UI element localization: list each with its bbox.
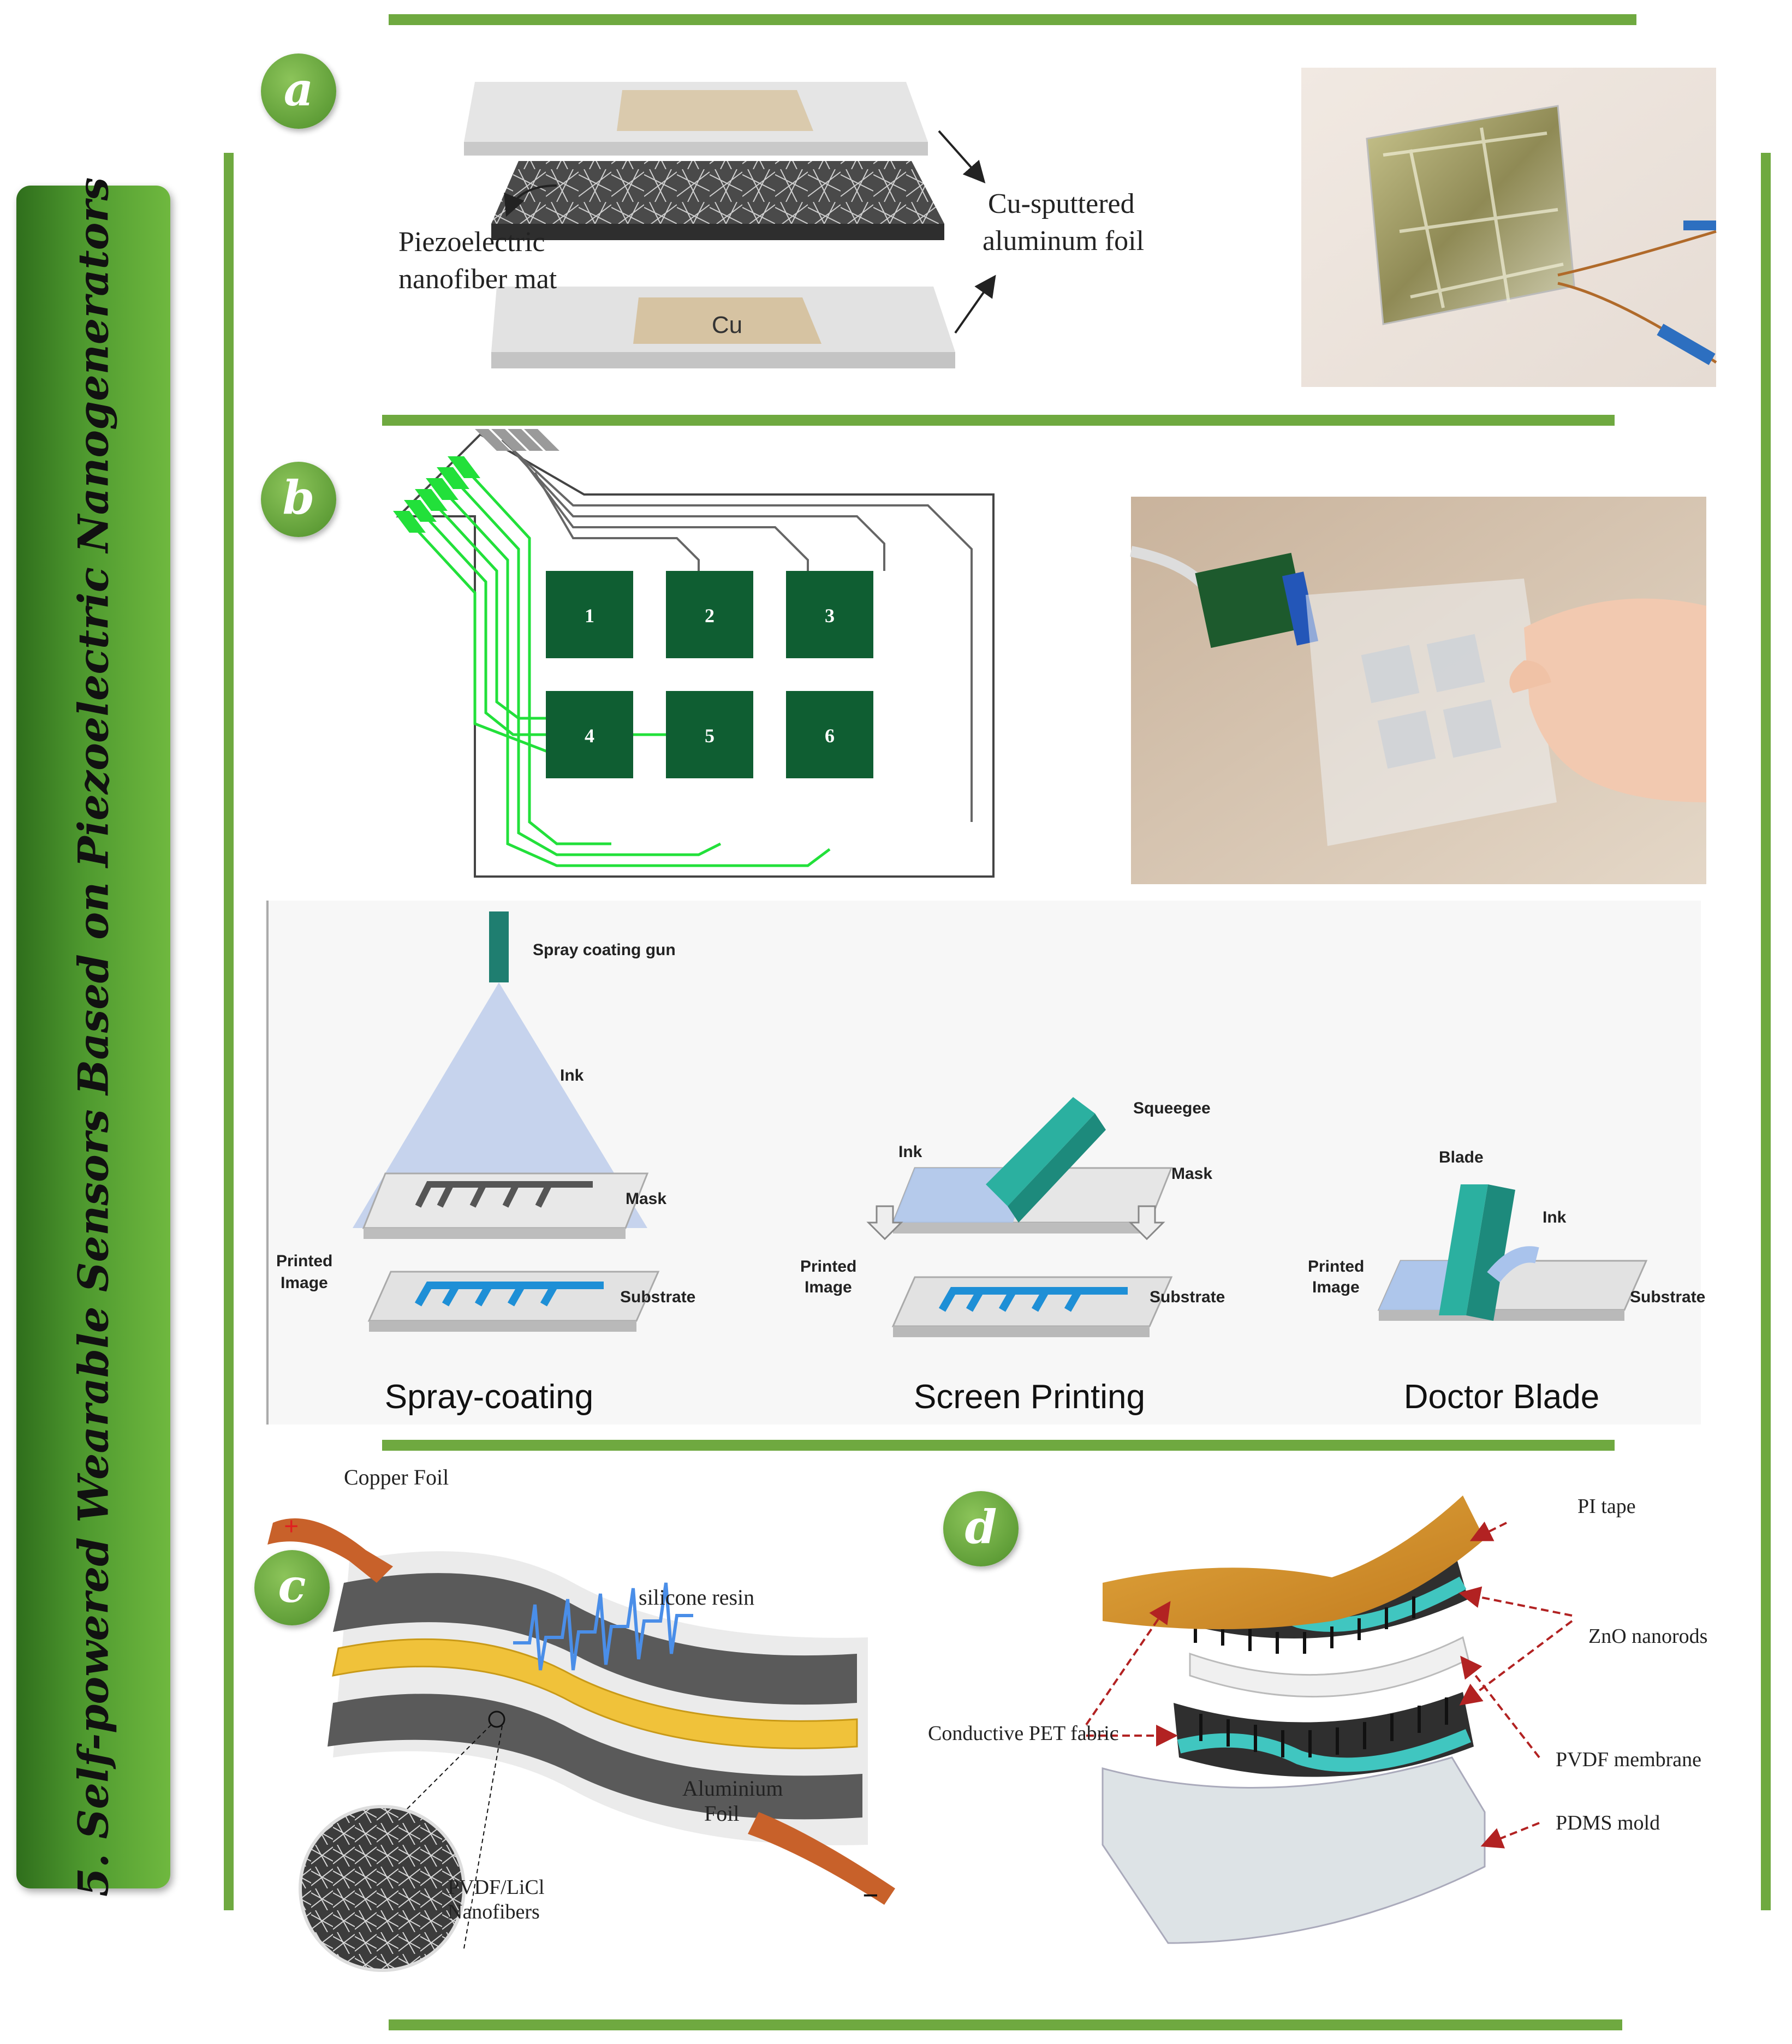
panel-a-photo <box>1301 68 1717 387</box>
side-title: 5. Self-powered Wearable Sensors Based o… <box>69 177 118 1897</box>
printed-image-label-spray-1: Printed <box>276 1252 332 1270</box>
top-foil-layer <box>464 82 928 156</box>
cu-pad-text: Cu <box>712 312 742 338</box>
piezo-label-1: Piezoelectric <box>398 227 545 258</box>
aluminium-bottom <box>328 1694 862 1820</box>
panel-b-printing-methods: Spray coating gun Ink Mask Printed Image… <box>265 901 1705 1425</box>
method-doctor-blade: Doctor Blade <box>1404 1378 1599 1416</box>
sensor-number-3: 3 <box>825 605 835 627</box>
divider-a-b <box>382 415 1615 426</box>
printed-image-label-blade-2: Image <box>1312 1278 1360 1296</box>
printed-image-label-screen-2: Image <box>805 1278 852 1296</box>
panel-b-badge: b <box>261 462 336 537</box>
ink-label-spray: Ink <box>560 1066 584 1084</box>
pi-tape-label: PI tape <box>1577 1495 1636 1518</box>
pdms-mold <box>1102 1756 1486 1944</box>
sensor-pad-3 <box>786 571 873 658</box>
grey-traces <box>501 439 973 822</box>
piezo-label-2: nanofiber mat <box>398 264 557 295</box>
grey-connector-pads <box>475 429 559 451</box>
nanofiber-mat <box>491 161 944 240</box>
cu-arrow-bottom <box>954 275 996 334</box>
spray-cone <box>353 982 647 1228</box>
substrate-label-blade: Substrate <box>1630 1288 1705 1306</box>
nanofiber-zoom <box>299 1805 466 1972</box>
frame-right <box>1761 153 1771 1910</box>
pdms-mold-label: PDMS mold <box>1556 1811 1660 1834</box>
blade-label: Blade <box>1439 1148 1484 1166</box>
panel-d-badge: d <box>943 1491 1019 1566</box>
aluminium-label-2: Foil <box>704 1801 739 1826</box>
cu-label-2: aluminum foil <box>983 225 1144 257</box>
spray-gun-label: Spray coating gun <box>533 941 676 959</box>
green-connector-pads <box>393 456 480 533</box>
sensor-number-4: 4 <box>585 725 594 747</box>
cu-arrow-top <box>938 130 986 183</box>
divider-bottom <box>389 2019 1622 2030</box>
pvdf-membrane-label: PVDF membrane <box>1556 1748 1701 1771</box>
panel-a-badge: a <box>261 53 336 129</box>
sensor-number-6: 6 <box>825 725 835 747</box>
signal-waveform <box>513 1582 693 1671</box>
panel-b-photo <box>1130 497 1706 884</box>
aluminium-top <box>333 1573 857 1705</box>
method-spray-coating: Spray-coating <box>385 1378 594 1416</box>
side-title-banner <box>16 186 170 1888</box>
mask-label-screen: Mask <box>1171 1165 1212 1183</box>
divider-top <box>389 14 1636 25</box>
lower-zno-rods <box>1199 1697 1448 1757</box>
sensor-pad-1 <box>546 571 633 658</box>
doctor-blade-illustration <box>1377 1184 1648 1321</box>
minus-sign: − <box>862 1880 879 1911</box>
conductive-pet-label: Conductive PET fabric <box>928 1722 1119 1745</box>
sensor-number-2: 2 <box>705 605 715 627</box>
pvdf-membrane <box>1189 1636 1469 1698</box>
sensor-number-1: 1 <box>585 605 594 627</box>
sensor-pads: 1 2 3 4 5 6 <box>546 571 873 778</box>
sensor-number-5: 5 <box>705 725 715 747</box>
plus-sign: + <box>284 1512 299 1541</box>
doctor-blade <box>1439 1184 1488 1315</box>
bottom-foil-layer: Cu <box>491 287 955 368</box>
sensor-pad-6 <box>786 691 873 778</box>
aluminium-label-1: Aluminium <box>682 1776 783 1801</box>
ink-label-blade: Ink <box>1543 1208 1567 1226</box>
sensor-pad-4 <box>546 691 633 778</box>
upper-zno-rods <box>1194 1596 1415 1654</box>
piezo-arrow <box>504 184 557 217</box>
panel-c-badge: c <box>254 1550 330 1625</box>
panel-d-diagram: PI tape ZnO nanorods Conductive PET fabr… <box>928 1495 1707 1944</box>
printed-image-label-blade-1: Printed <box>1308 1258 1364 1276</box>
copper-foil-bottom <box>748 1812 895 1905</box>
divider-b-cd <box>382 1440 1615 1451</box>
mask-label-spray: Mask <box>626 1190 666 1208</box>
zno-nanorods-label: ZnO nanorods <box>1588 1625 1707 1648</box>
copper-foil-label: Copper Foil <box>344 1465 449 1489</box>
substrate-label-spray: Substrate <box>620 1288 695 1306</box>
panel-b-sensor-layout: 1 2 3 4 5 6 <box>393 429 995 878</box>
pi-tape <box>1103 1495 1485 1629</box>
silicone-resin-label: silicone resin <box>639 1585 754 1610</box>
sensor-pad-5 <box>666 691 753 778</box>
method-screen-printing: Screen Printing <box>914 1378 1145 1416</box>
squeegee-label: Squeegee <box>1133 1099 1211 1117</box>
ink-label-screen: Ink <box>898 1143 922 1161</box>
squeegee <box>986 1097 1095 1206</box>
copper-foil-top <box>267 1518 393 1583</box>
frame-left <box>224 153 234 1910</box>
sensor-pad-2 <box>666 571 753 658</box>
panel-a-diagram: Cu Piezoelectric nanofiber mat Cu-sputte… <box>398 82 1144 368</box>
pvdf-licl-layer <box>332 1638 858 1749</box>
substrate-label-screen: Substrate <box>1150 1288 1225 1306</box>
cu-label-1: Cu-sputtered <box>988 188 1135 219</box>
spray-gun <box>489 911 509 982</box>
nanofibers-label-2: Nanofibers <box>448 1900 540 1923</box>
panel-c-diagram: + − Copper Foil silicone resin Aluminium… <box>267 1465 895 1972</box>
screen-printing-illustration <box>866 1097 1173 1337</box>
nanofibers-label-1: PVDF/LiCl <box>448 1876 544 1899</box>
spray-coating-illustration <box>353 911 660 1332</box>
printed-image-label-spray-2: Image <box>281 1274 328 1292</box>
printed-image-label-screen-1: Printed <box>800 1258 856 1276</box>
